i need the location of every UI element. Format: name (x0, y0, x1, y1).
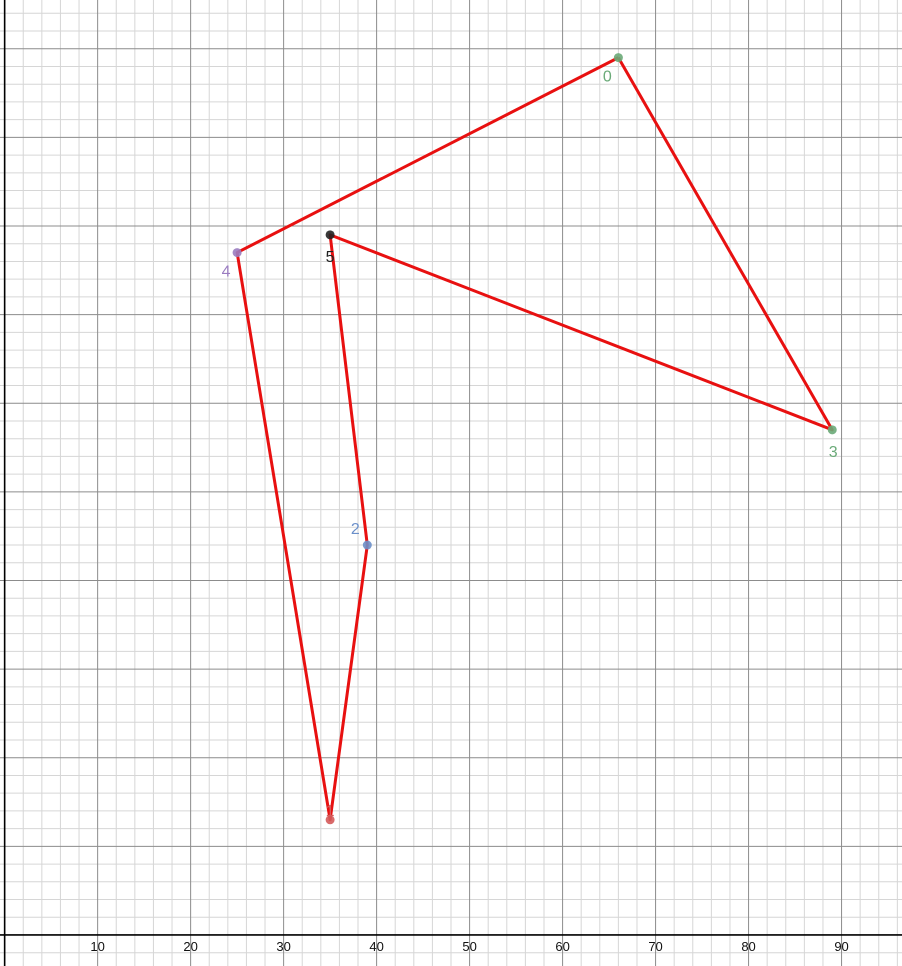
x-tick-label: 60 (555, 939, 569, 954)
data-points: 0 1 2 3 4 5 (222, 53, 838, 825)
point-2[interactable] (362, 540, 372, 550)
x-tick-label: 20 (183, 939, 197, 954)
x-tick-label: 50 (462, 939, 476, 954)
point-5[interactable] (325, 230, 335, 240)
point-label-3: 3 (829, 444, 838, 461)
point-4[interactable] (232, 248, 242, 258)
x-tick-label: 80 (741, 939, 755, 954)
point-3[interactable] (827, 425, 837, 435)
tick-labels: 0102030405060708090102030405060708090100 (0, 939, 849, 954)
point-label-2: 2 (351, 521, 360, 538)
x-tick-label: 90 (834, 939, 848, 954)
x-tick-label: 30 (276, 939, 290, 954)
point-label-4: 4 (222, 264, 231, 281)
x-tick-label: 40 (369, 939, 383, 954)
point-label-1: 1 (326, 803, 335, 820)
x-tick-label: 10 (90, 939, 104, 954)
point-label-0: 0 (603, 69, 612, 86)
point-1[interactable] (325, 815, 335, 825)
point-0[interactable] (613, 53, 623, 63)
x-tick-label: 70 (648, 939, 662, 954)
point-label-5: 5 (326, 249, 335, 266)
